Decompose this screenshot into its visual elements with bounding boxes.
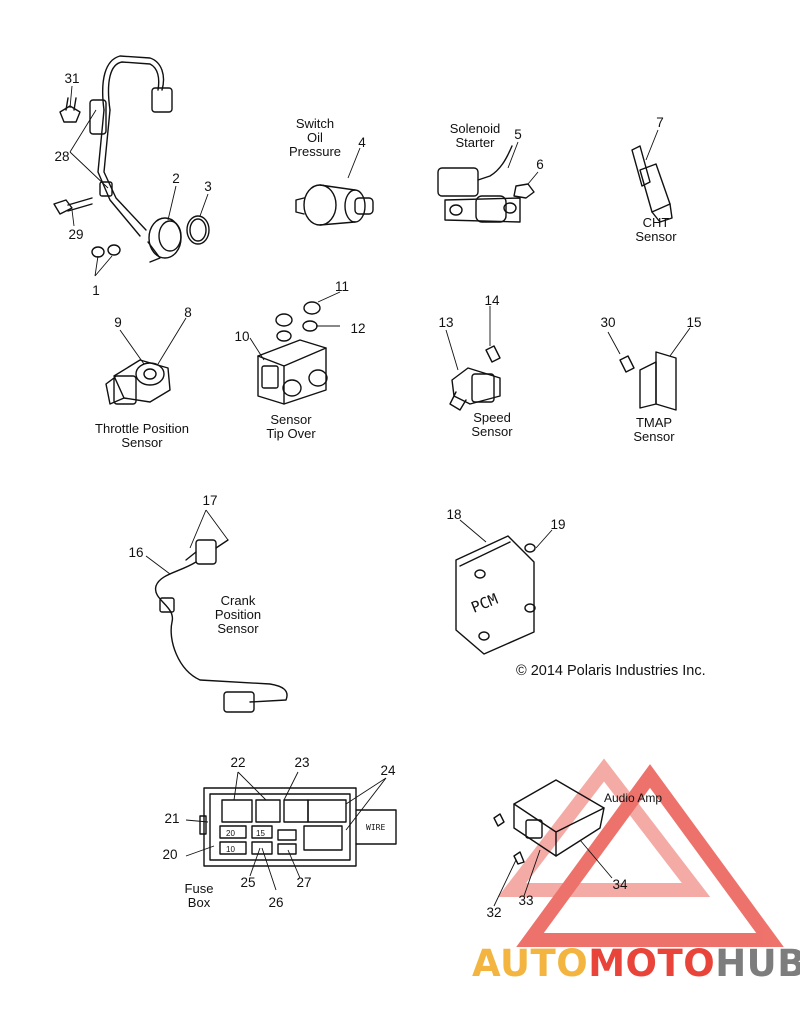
- callout-11: 11: [334, 279, 349, 294]
- callout-2: 2: [172, 171, 180, 186]
- label-speed-sensor: Speed Sensor: [471, 410, 513, 439]
- callout-3: 3: [204, 179, 212, 194]
- pcm-module: [455, 535, 536, 655]
- callout-32: 32: [486, 905, 502, 920]
- callout-18: 18: [446, 507, 462, 522]
- wire-tag-marking: WIRE: [366, 823, 385, 832]
- callout-30: 30: [600, 315, 616, 330]
- bolt-29: [53, 197, 93, 215]
- tip-over-sensor: [257, 301, 328, 405]
- callout-5: 5: [514, 127, 522, 142]
- o-ring-3-inner: [189, 218, 207, 242]
- callout-33: 33: [518, 893, 534, 908]
- callout-34: 34: [612, 877, 628, 892]
- oil-pressure-switch: [295, 184, 374, 226]
- callout-19: 19: [550, 517, 566, 532]
- callout-4: 4: [358, 135, 366, 150]
- callout-16: 16: [128, 545, 144, 560]
- callout-20: 20: [162, 847, 178, 862]
- label-throttle-position-sensor: Throttle Position Sensor: [95, 421, 189, 450]
- label-audio-amp: Audio Amp: [603, 791, 663, 805]
- label-switch-oil-pressure: Switch Oil Pressure: [288, 116, 342, 159]
- callout-22: 22: [230, 755, 246, 770]
- callout-15: 15: [686, 315, 702, 330]
- watermark-auto: AUTO: [472, 942, 589, 985]
- label-sensor-tip-over: Sensor Tip Over: [266, 412, 316, 441]
- tmap-sensor: [619, 351, 677, 411]
- o-ring-3: [186, 215, 210, 245]
- callout-29: 29: [68, 227, 84, 242]
- callout-28: 28: [54, 149, 70, 164]
- callout-14: 14: [484, 293, 500, 308]
- bolt-31: [59, 97, 81, 123]
- callout-26: 26: [268, 895, 284, 910]
- callout-23: 23: [294, 755, 310, 770]
- nut-6: [513, 183, 535, 199]
- label-cht-sensor: CHT Sensor: [635, 215, 677, 244]
- starter-solenoid: [437, 145, 521, 223]
- callout-9: 9: [114, 315, 122, 330]
- fuse-10-marking: 10: [226, 845, 235, 854]
- wire-harness-28: [89, 55, 173, 237]
- audio-amp: [493, 779, 605, 865]
- watermark-hub: HUB: [715, 942, 800, 985]
- crank-position-sensor: [155, 539, 288, 713]
- sensor-2: [147, 217, 182, 263]
- pcm-marking: PCM: [468, 590, 500, 617]
- fuse-box: [199, 787, 397, 867]
- callout-21: 21: [164, 811, 180, 826]
- callout-6: 6: [536, 157, 544, 172]
- cht-sensor: [631, 145, 673, 223]
- fuse-15-marking: 15: [256, 829, 265, 838]
- throttle-position-sensor: [105, 359, 171, 405]
- watermark-text: AUTOMOTOHUB: [472, 942, 800, 985]
- copyright-notice: © 2014 Polaris Industries Inc.: [516, 663, 706, 679]
- watermark-moto: MOTO: [588, 942, 716, 985]
- speed-sensor: [449, 345, 501, 411]
- callout-27: 27: [296, 875, 312, 890]
- label-solenoid-starter: Solenoid Starter: [449, 121, 501, 150]
- callout-17: 17: [202, 493, 218, 508]
- callout-31: 31: [64, 71, 80, 86]
- label-crank-position-sensor: Crank Position Sensor: [214, 593, 262, 636]
- fuse-20-marking: 20: [226, 829, 235, 838]
- watermark-logo: [497, 758, 784, 947]
- callout-7: 7: [656, 115, 664, 130]
- washers-1: [91, 244, 121, 258]
- label-fuse-box: Fuse Box: [184, 881, 214, 910]
- callout-8: 8: [184, 305, 192, 320]
- callout-25: 25: [240, 875, 256, 890]
- callout-1: 1: [92, 283, 100, 298]
- label-tmap-sensor: TMAP Sensor: [633, 415, 675, 444]
- callout-24: 24: [380, 763, 396, 778]
- callout-10: 10: [234, 329, 250, 344]
- callout-12: 12: [350, 321, 366, 336]
- callout-13: 13: [438, 315, 454, 330]
